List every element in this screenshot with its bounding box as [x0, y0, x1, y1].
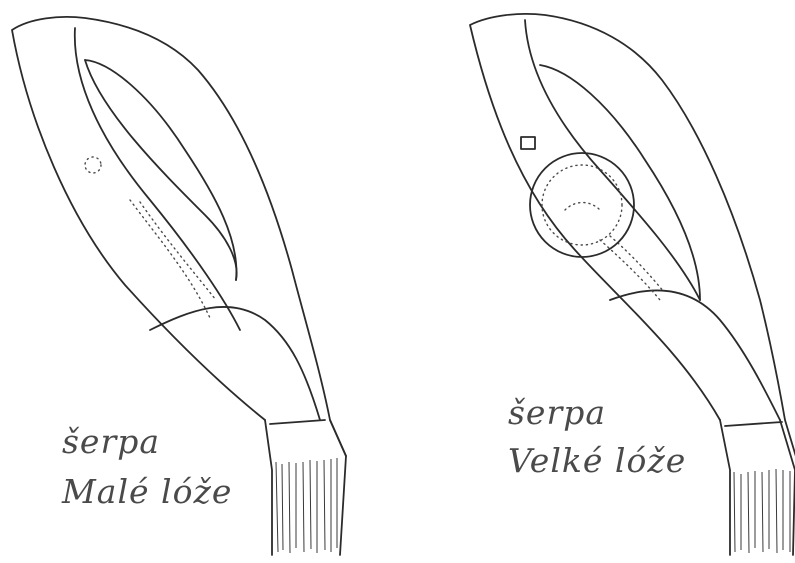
right-lodge-circle-dotted-inner	[542, 165, 622, 245]
left-lodge-emblem-small	[85, 157, 101, 173]
right-sash-fringe	[734, 469, 790, 553]
right-label-line2: Velké lóže	[508, 444, 686, 477]
right-lodge-emblem-small	[521, 137, 535, 149]
left-sash-dotted-seam	[130, 200, 216, 318]
right-label-line1: šerpa	[508, 396, 606, 429]
left-sash-inner-band	[75, 28, 240, 330]
right-sash-inner-band	[525, 20, 700, 300]
left-label-line1: šerpa	[62, 425, 160, 458]
left-label-line2: Malé lóže	[62, 475, 232, 508]
right-lodge-circle-center-mark	[565, 203, 600, 211]
left-sash-crossing	[150, 307, 320, 420]
left-sash-fringe	[276, 458, 337, 553]
right-sash-crossing	[610, 290, 780, 420]
right-lodge-circle	[530, 153, 634, 257]
right-sash-lower-band	[720, 420, 795, 555]
